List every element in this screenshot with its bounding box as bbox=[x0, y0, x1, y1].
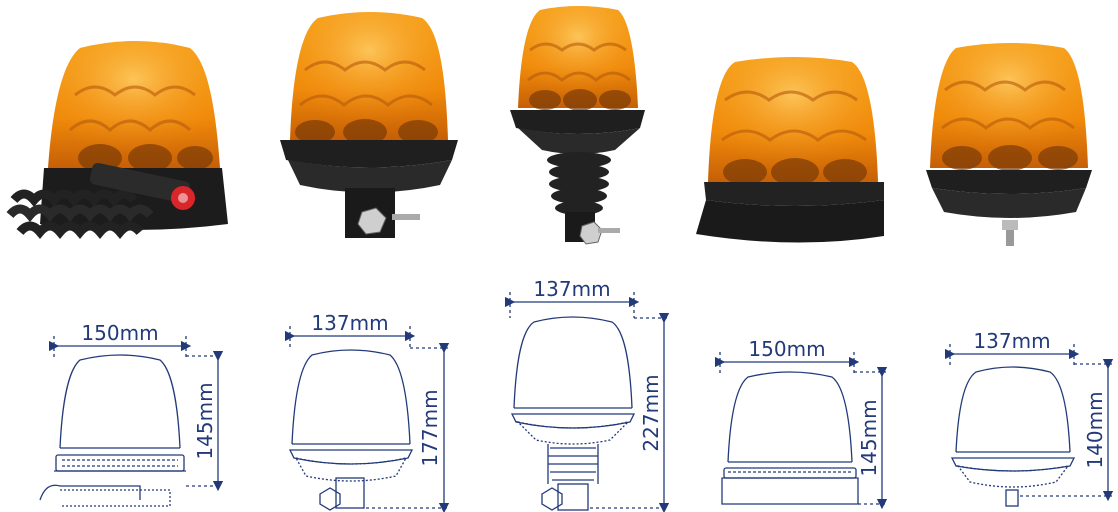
diagram-single-bolt bbox=[944, 344, 1114, 507]
width-label-1: 150mm bbox=[81, 321, 158, 345]
diagram-flexi bbox=[504, 292, 670, 512]
height-label-5: 140mm bbox=[1083, 391, 1107, 468]
beacon-photo-pipe bbox=[280, 12, 458, 238]
width-label-5: 137mm bbox=[973, 329, 1050, 353]
width-label-4: 150mm bbox=[748, 337, 825, 361]
diagram-magnetic bbox=[39, 336, 224, 507]
width-label-3: 137mm bbox=[533, 277, 610, 301]
diagram-pipe bbox=[284, 326, 450, 512]
height-label-2: 177mm bbox=[418, 389, 442, 466]
height-label-4: 145mm bbox=[857, 399, 881, 476]
beacon-photo-flexi bbox=[510, 6, 645, 245]
diagram-three-bolt bbox=[714, 352, 888, 510]
product-photos bbox=[6, 6, 1092, 246]
width-label-2: 137mm bbox=[311, 311, 388, 335]
height-label-3: 227mm bbox=[639, 374, 663, 451]
beacon-photo-three-bolt bbox=[696, 57, 884, 243]
height-label-1: 145mm bbox=[193, 382, 217, 459]
beacon-photo-magnetic bbox=[6, 41, 228, 240]
beacon-photo-single-bolt bbox=[926, 43, 1092, 246]
